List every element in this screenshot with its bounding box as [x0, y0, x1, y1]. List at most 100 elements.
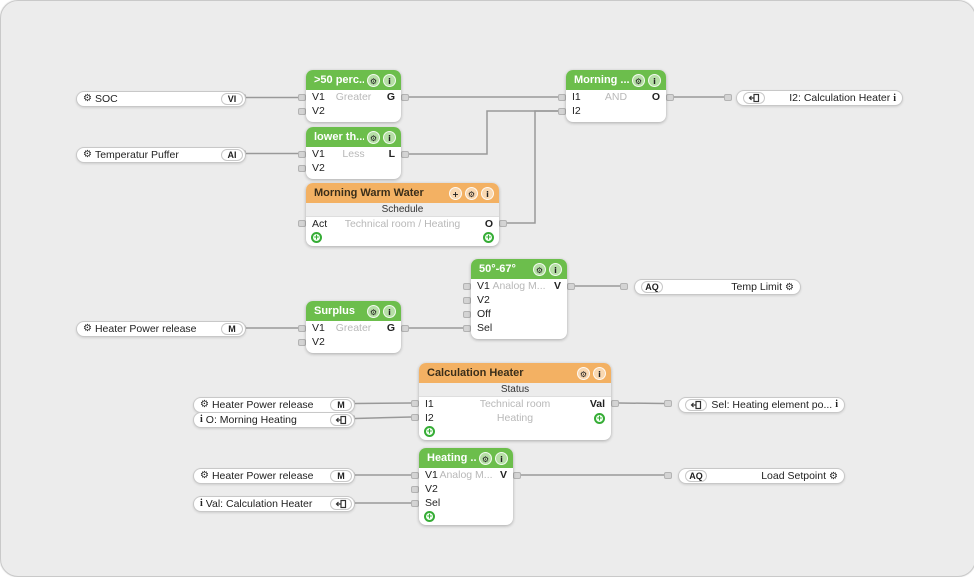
info-icon[interactable]: i — [495, 451, 508, 465]
row-input-label: V2 — [312, 105, 325, 117]
input-pill-o-morning-heating[interactable]: i O: Morning Heating — [193, 411, 355, 428]
io-type-badge: M — [330, 470, 352, 482]
connector-stub[interactable] — [411, 485, 419, 493]
add-input-icon[interactable]: + — [311, 232, 322, 243]
input-pill-val-calculation-heater[interactable]: i Val: Calculation Heater — [193, 496, 355, 512]
connector-stub[interactable] — [513, 471, 521, 479]
block-morning-and[interactable]: Morning ... ⚙ i I1 AND O I2 — [566, 70, 666, 122]
connector-stub[interactable] — [411, 499, 419, 507]
block-title: 50°-67° — [479, 263, 516, 275]
row-output-label: V — [553, 280, 561, 292]
wire-calc-selheating[interactable] — [618, 402, 665, 405]
gear-icon: ⚙ — [83, 92, 92, 104]
connector-stub[interactable] — [664, 400, 672, 407]
block-header: 50°-67° ⚙ i — [471, 259, 567, 279]
connector-stub[interactable] — [620, 282, 628, 290]
info-icon[interactable]: i — [593, 366, 606, 380]
info-icon[interactable]: i — [383, 130, 396, 144]
connector-stub[interactable] — [411, 399, 419, 407]
connector-stub[interactable] — [401, 324, 409, 332]
connector-stub[interactable] — [558, 93, 566, 101]
input-pill-temperatur-puffer[interactable]: ⚙ Temperatur Puffer AI — [76, 146, 246, 163]
add-output-icon[interactable]: + — [483, 232, 494, 243]
info-icon: i — [200, 498, 203, 509]
output-pill-i2-calculation-heater[interactable]: I2: Calculation Heater i — [736, 90, 903, 106]
row-input-label: Act — [312, 218, 328, 230]
add-icon[interactable]: + — [449, 186, 462, 200]
row-hint: Analog M... — [492, 280, 546, 292]
connector-stub[interactable] — [298, 150, 306, 158]
block-lower-than[interactable]: lower th... ⚙ i V1 Less L V2 — [306, 127, 401, 179]
input-pill-heater-power-release-2[interactable]: ⚙ Heater Power release M — [193, 396, 355, 413]
wire-lower-and-i2[interactable] — [409, 110, 558, 155]
wire-heaterpower-calc-i1[interactable] — [354, 402, 412, 405]
output-pill-sel-heating-element[interactable]: Sel: Heating element po... i — [678, 396, 845, 413]
row-output-label: G — [386, 91, 395, 103]
input-label: Heater Power release — [94, 323, 197, 335]
connector-stub[interactable] — [463, 282, 471, 290]
add-connector-row: + — [419, 510, 513, 525]
block-heating[interactable]: Heating ... ⚙ i V1 Analog M... V V2 Sel … — [419, 448, 513, 525]
row-hint: Less — [342, 148, 365, 160]
info-icon[interactable]: i — [648, 73, 661, 87]
add-input-icon[interactable]: + — [424, 426, 435, 437]
block-calculation-heater[interactable]: Calculation Heater ⚙ i Status I1 Technic… — [419, 363, 611, 440]
gear-icon[interactable]: ⚙ — [479, 451, 492, 465]
connector-stub[interactable] — [558, 107, 566, 115]
block-surplus[interactable]: Surplus ⚙ i V1 Greater G V2 — [306, 301, 401, 353]
row-input-label: V1 — [425, 469, 438, 481]
info-icon[interactable]: i — [549, 262, 562, 276]
connector-stub[interactable] — [666, 93, 674, 101]
connector-stub[interactable] — [298, 164, 306, 172]
input-pill-heater-power-release-3[interactable]: ⚙ Heater Power release M — [193, 468, 355, 484]
connector-stub[interactable] — [401, 150, 409, 158]
output-label: I2: Calculation Heater — [789, 92, 891, 104]
connector-stub[interactable] — [611, 399, 619, 407]
connector-stub[interactable] — [724, 93, 732, 101]
gear-icon[interactable]: ⚙ — [367, 130, 380, 144]
block-row: V1 Analog M... V — [471, 279, 567, 293]
input-pill-heater-power-release-1[interactable]: ⚙ Heater Power release M — [76, 321, 246, 337]
info-icon: i — [893, 92, 896, 104]
row-input-label: V1 — [312, 322, 325, 334]
add-connector-row: + + — [306, 231, 499, 246]
input-pill-soc[interactable]: ⚙ SOC VI — [76, 90, 246, 107]
gear-icon[interactable]: ⚙ — [367, 304, 380, 318]
connector-stub[interactable] — [567, 282, 575, 290]
gear-icon[interactable]: ⚙ — [367, 73, 380, 87]
output-pill-temp-limit[interactable]: AQ Temp Limit ⚙ — [634, 279, 801, 295]
connector-stub[interactable] — [499, 219, 507, 227]
connector-stub[interactable] — [463, 324, 471, 332]
add-output-icon[interactable]: + — [594, 412, 605, 424]
connector-stub[interactable] — [401, 93, 409, 101]
block-range-50-67[interactable]: 50°-67° ⚙ i V1 Analog M... V V2 Off Sel — [471, 259, 567, 339]
connector-stub[interactable] — [463, 296, 471, 304]
info-icon[interactable]: i — [383, 304, 396, 318]
wire-schedule-and-i2[interactable] — [507, 110, 558, 224]
connector-stub[interactable] — [298, 107, 306, 115]
row-hint: Analog M... — [439, 469, 493, 481]
block-greater-50-percent[interactable]: >50 perc... ⚙ i V1 Greater G V2 — [306, 70, 401, 122]
gear-icon: ⚙ — [83, 323, 92, 334]
connector-stub[interactable] — [298, 93, 306, 101]
gear-icon[interactable]: ⚙ — [577, 366, 590, 380]
connector-stub[interactable] — [298, 324, 306, 332]
wire-morningheating-calc-i2[interactable] — [354, 416, 412, 420]
gear-icon[interactable]: ⚙ — [465, 186, 478, 200]
info-icon[interactable]: i — [383, 73, 396, 87]
add-input-icon[interactable]: + — [424, 511, 435, 522]
block-row: V2 — [419, 482, 513, 496]
info-icon[interactable]: i — [481, 186, 494, 200]
connector-stub[interactable] — [298, 219, 306, 227]
output-pill-load-setpoint[interactable]: AQ Load Setpoint ⚙ — [678, 468, 845, 484]
row-input-label: I1 — [425, 398, 434, 410]
connector-stub[interactable] — [411, 471, 419, 479]
gear-icon[interactable]: ⚙ — [533, 262, 546, 276]
connector-stub[interactable] — [298, 338, 306, 346]
block-morning-warm-water-schedule[interactable]: Morning Warm Water + ⚙ i Schedule Act Te… — [306, 183, 499, 246]
gear-icon[interactable]: ⚙ — [632, 73, 645, 87]
connector-stub[interactable] — [411, 413, 419, 421]
connector-stub[interactable] — [463, 310, 471, 318]
connector-stub[interactable] — [664, 471, 672, 479]
